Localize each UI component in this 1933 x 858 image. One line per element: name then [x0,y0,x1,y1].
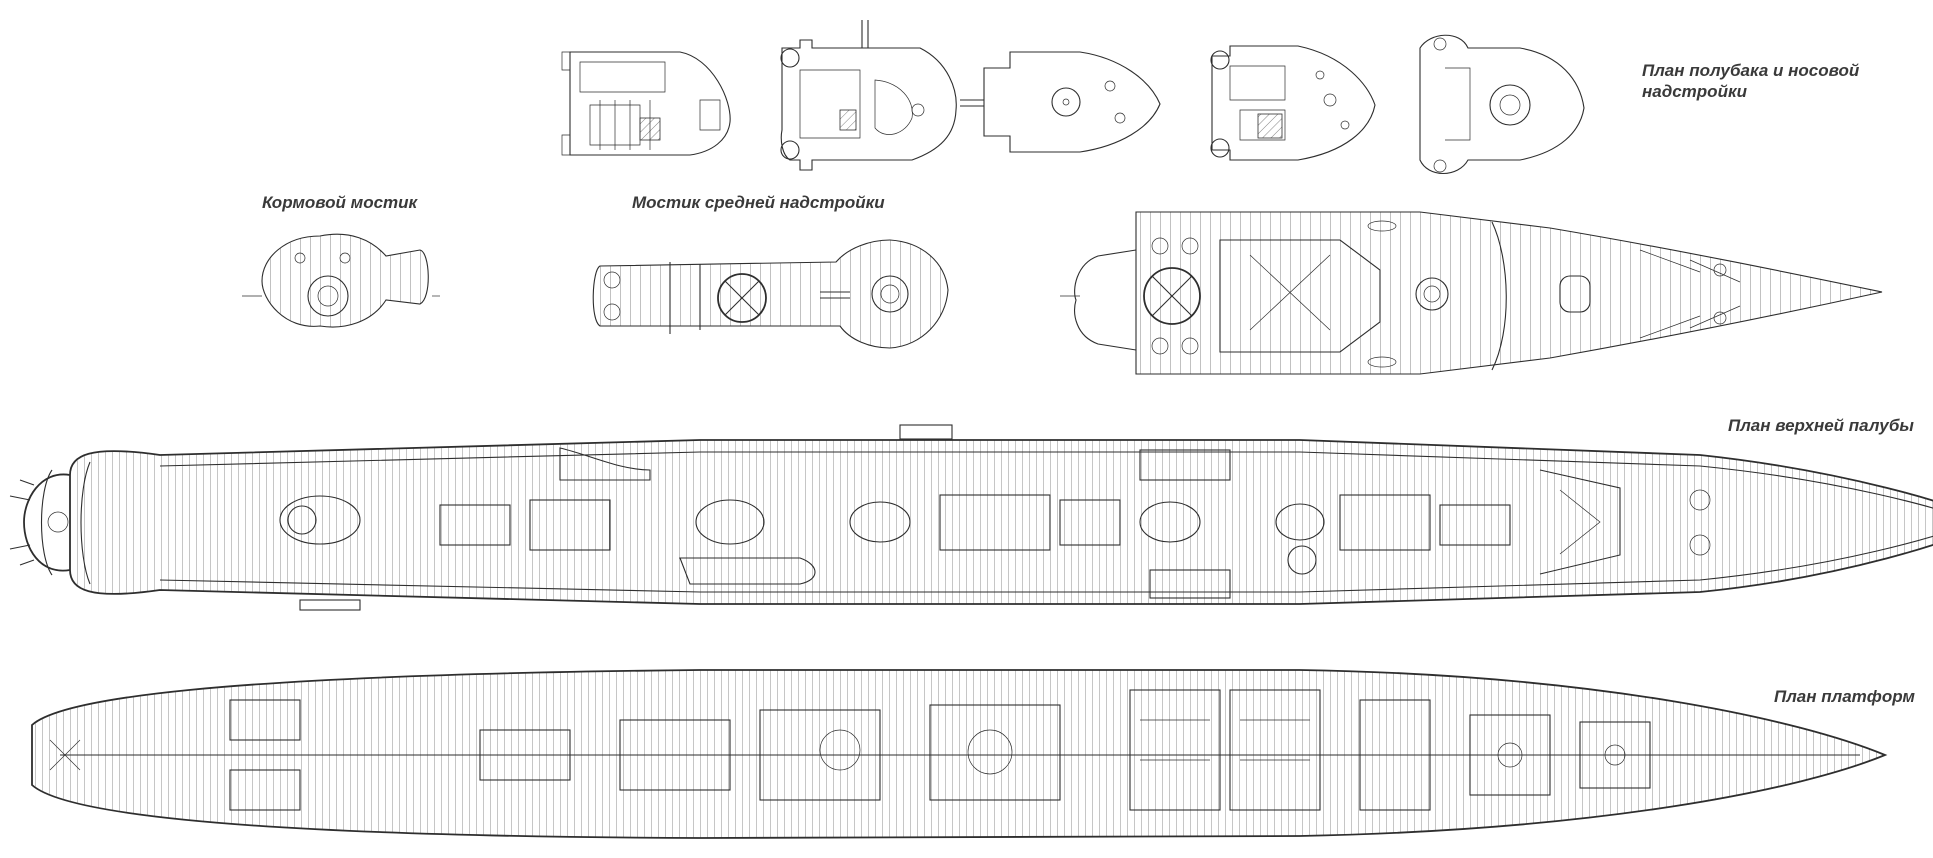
forecastle-title: План полубака и носовой надстройки [1642,60,1859,103]
forecastle-title-line1: План полубака и носовой [1642,61,1860,80]
upper-deck-title: План верхней палубы [1728,416,1914,435]
upper-deck-plan [9,424,1933,611]
level-3-plan [960,51,1161,153]
forecastle-levels-group [561,20,1585,174]
level-2-plan [780,20,957,171]
level-1-plan [561,51,731,156]
forecastle-title-line2: надстройки [1642,82,1747,102]
mid-bridge-plan [592,239,949,349]
forecastle-deck-plan [1060,211,1883,375]
aft-bridge-title: Кормовой мостик [262,193,418,212]
platforms-plan [31,669,1888,839]
level-4-plan [1210,45,1376,161]
aft-bridge-plan [242,233,440,328]
mid-bridge-title: Мостик средней надстройки [632,193,885,212]
level-5-plan [1419,34,1585,174]
platforms-title: План платформ [1774,687,1915,706]
